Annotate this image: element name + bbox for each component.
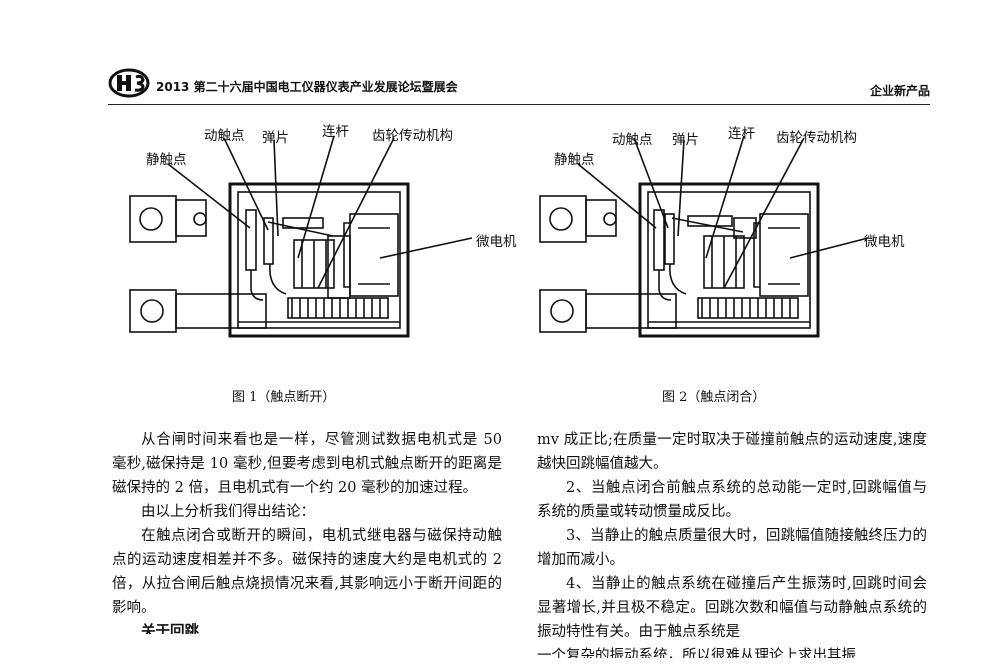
label-gear-mechanism: 齿轮传动机构 <box>372 128 453 144</box>
conference-title: 2013 第二十六届中国电工仪器仪表产业发展论坛暨展会 <box>156 80 458 94</box>
conference-logo-icon <box>108 68 150 98</box>
paragraph: 在触点闭合或断开的瞬间，电机式继电器与磁保持动触点的运动速度相差并不多。磁保持的… <box>112 528 502 616</box>
right-text-column: mv 成正比;在质量一定时取决于碰撞前触点的运动速度,速度越快回跳幅值越大。 2… <box>537 428 927 658</box>
label-link-rod: 连杆 <box>322 124 349 140</box>
label-spring: 弹片 <box>672 132 699 148</box>
label-link-rod: 连杆 <box>728 126 755 142</box>
label-gear-mechanism: 齿轮传动机构 <box>776 130 857 146</box>
page-header: 2013 第二十六届中国电工仪器仪表产业发展论坛暨展会 企业新产品 <box>108 64 930 105</box>
label-static-contact: 静触点 <box>554 152 595 168</box>
section-heading-fragment: 关于回跳 <box>141 623 199 634</box>
figure-2-drawing <box>539 135 869 338</box>
paragraph: 从合闸时间来看也是一样，尽管测试数据电机式是 50 毫秒,磁保持是 10 毫秒,… <box>112 432 502 496</box>
paragraph: 3、当静止的触点质量很大时，回跳幅值随接触终压力的增加而减小。 <box>537 528 927 568</box>
label-micro-motor: 微电机 <box>864 234 905 250</box>
figure-1-caption: 图 1（触点断开） <box>232 390 336 405</box>
paragraph: 4、当静止的触点系统在碰撞后产生振荡时,回跳时间会显著增长,并且极不稳定。回跳次… <box>537 576 927 640</box>
label-static-contact: 静触点 <box>146 152 187 168</box>
paragraph: mv 成正比;在质量一定时取决于碰撞前触点的运动速度,速度越快回跳幅值越大。 <box>537 432 927 472</box>
label-moving-contact: 动触点 <box>612 132 653 148</box>
left-text-column: 从合闸时间来看也是一样，尽管测试数据电机式是 50 毫秒,磁保持是 10 毫秒,… <box>112 428 502 634</box>
paragraph: 2、当触点闭合前触点系统的总动能一定时,回跳幅值与系统的质量或转动惯量成反比。 <box>537 480 927 520</box>
figure-2-contacts-closed: 静触点 动触点 弹片 连杆 齿轮传动机构 微电机 <box>528 118 948 350</box>
label-micro-motor: 微电机 <box>476 234 517 250</box>
figure-1-contacts-open: 静触点 动触点 弹片 连杆 齿轮传动机构 微电机 <box>118 118 538 350</box>
paragraph-fragment: 一个复杂的振动系统，所以很难从理论上求出其振 <box>537 648 856 658</box>
figure-2-caption: 图 2（触点闭合） <box>662 390 766 405</box>
label-spring: 弹片 <box>262 130 289 146</box>
label-moving-contact: 动触点 <box>204 128 245 144</box>
section-label: 企业新产品 <box>869 84 930 98</box>
figure-1-drawing <box>129 135 473 338</box>
paragraph: 由以上分析我们得出结论： <box>141 504 315 520</box>
